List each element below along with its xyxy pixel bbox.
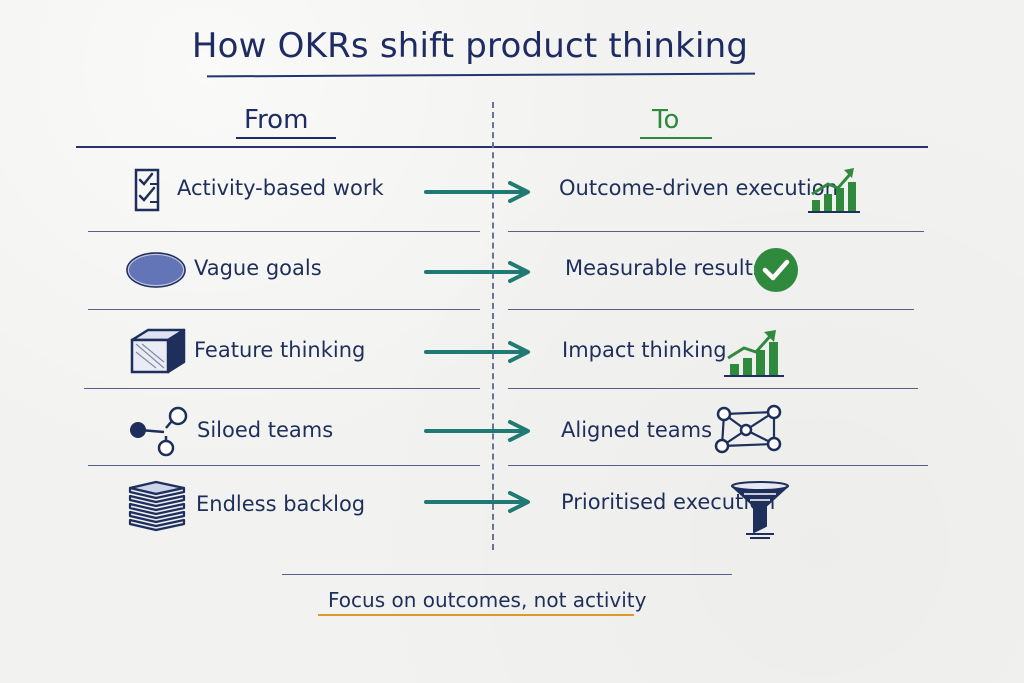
from-label: Activity-based work [177,176,384,200]
row-rule [508,231,924,232]
row-rule [508,465,928,466]
funnel-icon [728,480,798,540]
footer-tagline: Focus on outcomes, not activity [328,588,647,612]
growth-chart-icon [806,162,876,222]
from-label: Feature thinking [194,338,366,362]
row-rule [508,309,914,310]
header-rule [76,146,928,148]
shift-arrow [424,260,534,284]
column-header-to: To [652,105,680,135]
blurry-oval-icon [124,248,186,304]
check-circle-icon [752,246,822,306]
column-header-from-underline [236,137,336,139]
from-label: Endless backlog [196,492,366,516]
diagram-title: How OKRs shift product thinking [191,26,749,66]
disconnected-nodes-icon [126,406,188,462]
row-rule [88,309,480,310]
footer-rule [282,574,732,575]
shift-arrow [424,340,534,364]
row-rule [88,231,480,232]
row-4: Siloed teams Aligned teams [0,402,1024,458]
column-header-from: From [244,105,309,135]
to-label: Aligned teams [561,418,713,442]
from-label: Siloed teams [197,418,334,442]
cube-icon [128,326,188,382]
checklist-icon [128,164,188,220]
to-label: Outcome-driven execution [559,176,838,200]
stack-icon [126,478,186,534]
row-5: Endless backlog Prioritised execution [0,476,1024,539]
center-divider [492,102,494,550]
row-2: Vague goals Measurable results [0,242,1024,298]
connected-network-icon [712,404,782,464]
shift-arrow [424,419,534,443]
row-rule [88,465,480,466]
from-label: Vague goals [194,256,322,280]
row-rule [508,388,918,389]
row-3: Feature thinking Impact thinking [0,322,1024,378]
growth-chart-icon [722,328,792,388]
footer-underline [318,614,634,616]
column-header-to-underline [640,137,712,139]
row-1: Activity-based work Outcome-driven execu… [0,162,1024,218]
title-underline [206,72,756,78]
to-label: Measurable results [565,256,764,280]
shift-arrow [424,490,534,514]
shift-arrow [424,180,534,204]
to-label: Impact thinking [562,338,727,362]
row-rule [84,388,480,389]
